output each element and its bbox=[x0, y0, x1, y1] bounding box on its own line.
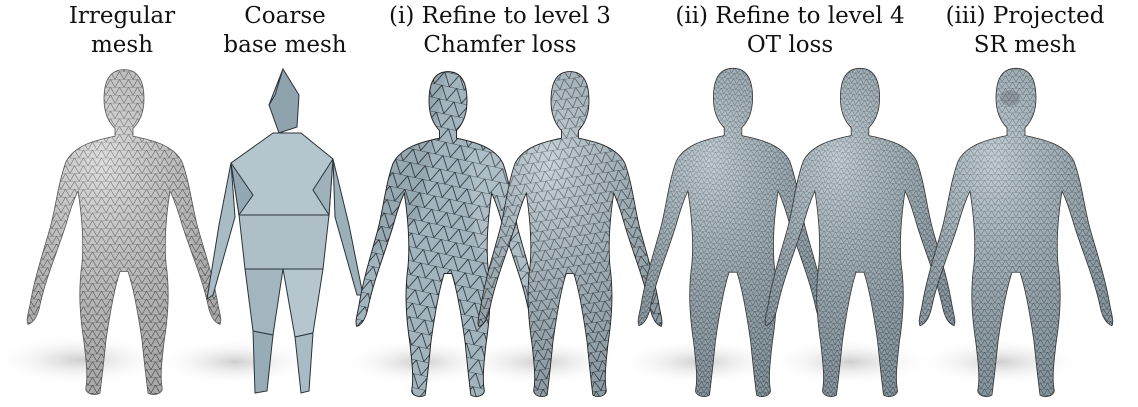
mesh-figures bbox=[0, 0, 1138, 407]
